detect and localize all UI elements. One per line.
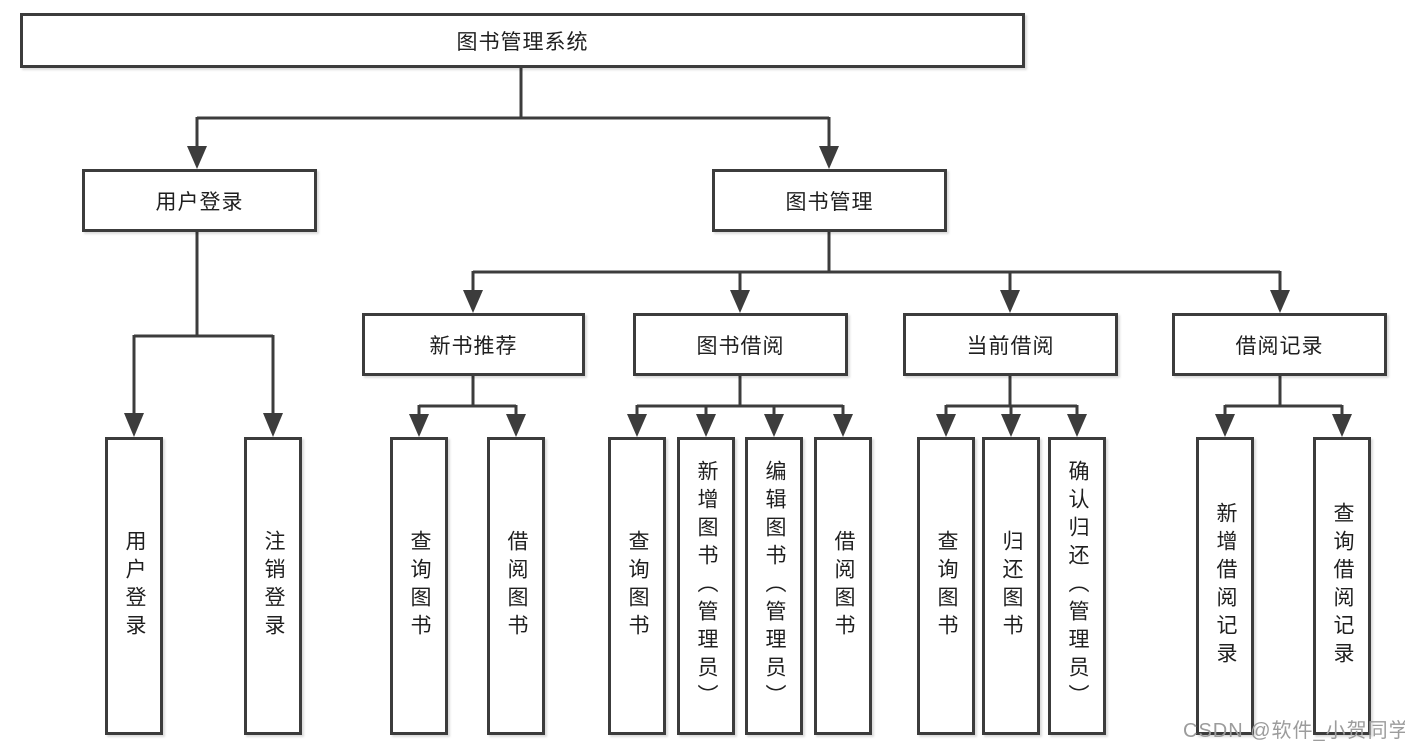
arrowhead-icon [1000,290,1020,313]
leaf-query-books-current: 查询图书 [917,437,975,735]
connector-new-book [409,376,526,437]
node-user-login: 用户登录 [82,169,317,232]
arrowhead-icon [1215,414,1235,437]
arrowhead-icon [764,414,784,437]
arrowhead-icon [730,290,750,313]
arrowhead-icon [1270,290,1290,313]
leaf-borrow-books-recommend: 借阅图书 [487,437,545,735]
connector-user-login [124,232,283,437]
leaf-query-books-borrow: 查询图书 [608,437,666,735]
connector-current-borrowing [936,376,1087,437]
arrowhead-icon [263,413,283,437]
arrowhead-icon [124,413,144,437]
leaf-confirm-return-admin: 确认归还（管理员） [1048,437,1106,735]
leaf-query-books-recommend: 查询图书 [390,437,448,735]
connector-borrowing-records [1215,376,1352,437]
node-current-borrowing: 当前借阅 [903,313,1118,376]
watermark: CSDN @软件_小贺同学 [1183,720,1405,742]
connector-book-borrowing [627,376,853,437]
connector-book-management [463,232,1290,313]
leaf-user-login: 用户登录 [105,437,163,735]
node-borrowing-records: 借阅记录 [1172,313,1387,376]
arrowhead-icon [819,146,839,169]
arrowhead-icon [833,414,853,437]
arrowhead-icon [1067,414,1087,437]
leaf-add-book-admin: 新增图书（管理员） [677,437,735,735]
arrowhead-icon [1001,414,1021,437]
arrowhead-icon [409,414,429,437]
connector-root [187,68,839,169]
node-new-book-recommend: 新书推荐 [362,313,585,376]
arrowhead-icon [1332,414,1352,437]
leaf-logout: 注销登录 [244,437,302,735]
node-book-management: 图书管理 [712,169,947,232]
node-book-borrowing: 图书借阅 [633,313,848,376]
arrowhead-icon [463,290,483,313]
node-root: 图书管理系统 [20,13,1025,68]
leaf-query-borrow-record: 查询借阅记录 [1313,437,1371,735]
arrowhead-icon [627,414,647,437]
leaf-edit-book-admin: 编辑图书（管理员） [745,437,803,735]
leaf-borrow-books: 借阅图书 [814,437,872,735]
arrowhead-icon [187,146,207,169]
leaf-add-borrow-record: 新增借阅记录 [1196,437,1254,735]
arrowhead-icon [696,414,716,437]
arrowhead-icon [506,414,526,437]
arrowhead-icon [936,414,956,437]
leaf-return-books: 归还图书 [982,437,1040,735]
